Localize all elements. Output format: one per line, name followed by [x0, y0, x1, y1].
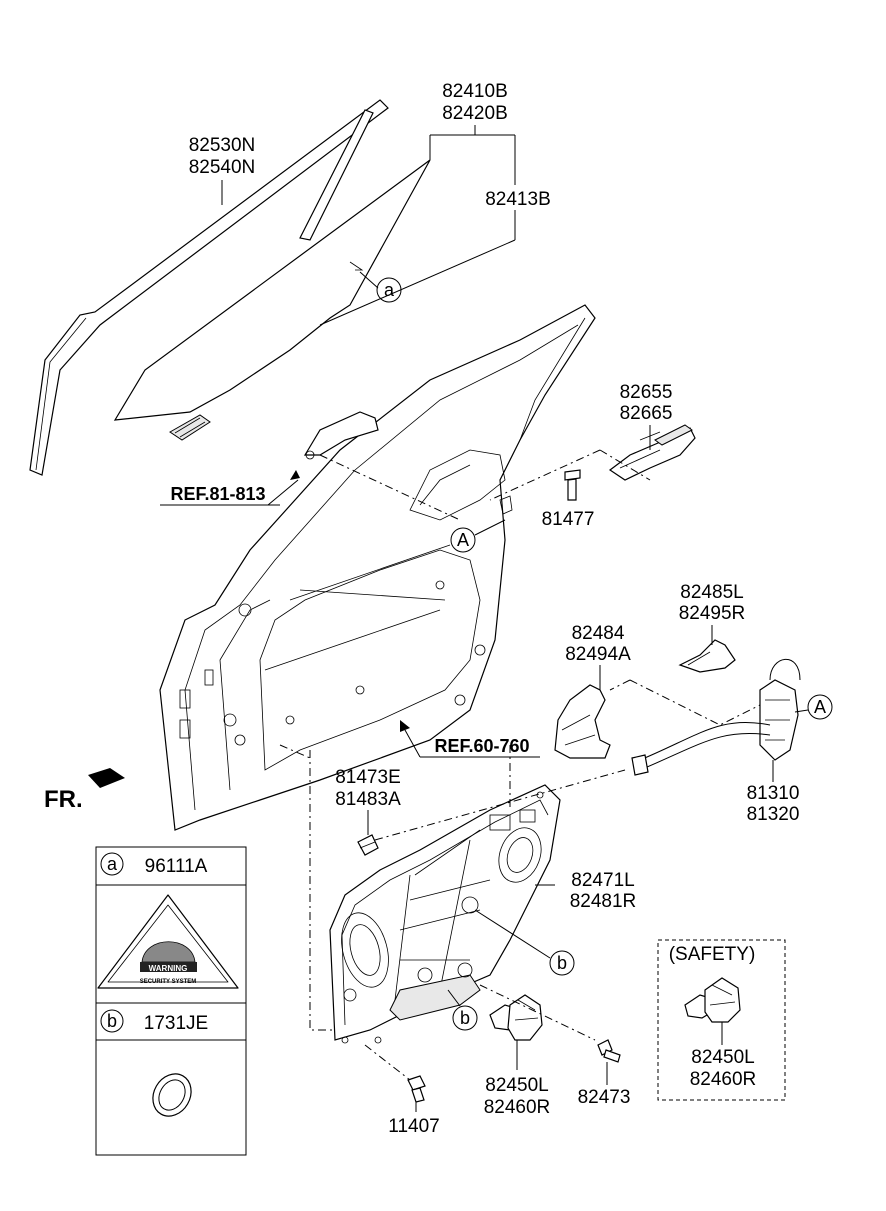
label-82540N: 82540N [189, 157, 256, 178]
leader-ref2 [404, 729, 421, 758]
callout-A-upper: A [450, 519, 506, 553]
label-82471L: 82471L [571, 870, 634, 891]
label-82460R: 82460R [484, 1097, 551, 1118]
label-82413B: 82413B [485, 189, 551, 210]
window-motor [489, 994, 543, 1041]
inside-handle-assy [608, 424, 696, 481]
label-82484: 82484 [572, 623, 625, 644]
door-latch-81310 [629, 658, 801, 776]
door-glass [113, 159, 431, 441]
svg-text:A: A [814, 697, 826, 717]
clip-81473 [357, 834, 379, 856]
svg-text:b: b [557, 953, 567, 973]
ref1-arrow [290, 470, 300, 480]
label-82485L: 82485L [680, 582, 743, 603]
module-panel [329, 784, 561, 1044]
label-81473E: 81473E [335, 767, 401, 788]
leader-ref1 [267, 479, 299, 506]
legend-a-code: 96111A [145, 856, 208, 877]
label-81477: 81477 [542, 509, 595, 530]
label-11407: 11407 [388, 1116, 439, 1137]
bolt-11407 [407, 1075, 426, 1103]
bolt-82473 [597, 1039, 621, 1063]
callout-a-circle [376, 277, 402, 303]
latch-bracket-82484 [554, 684, 611, 759]
label-81320: 81320 [747, 804, 800, 825]
fr-arrow-icon [88, 768, 125, 788]
safety-box [657, 939, 786, 1101]
ref-81-813: REF.81-813 [170, 484, 265, 504]
outside-handle [303, 411, 379, 460]
label-82655: 82655 [620, 382, 673, 403]
callout-a: a [384, 280, 395, 300]
label-82410B: 82410B [442, 81, 508, 102]
ref2-arrow [400, 720, 410, 732]
label-81310: 81310 [747, 783, 800, 804]
callout-A-lower: A [794, 694, 833, 720]
legend-a-marker: a [107, 854, 118, 874]
svg-text:A: A [457, 530, 469, 550]
callout-b-2: b [447, 989, 478, 1031]
label-82450L: 82450L [485, 1075, 548, 1096]
label-82665: 82665 [620, 403, 673, 424]
label-82473: 82473 [578, 1087, 631, 1108]
label-82420B: 82420B [442, 103, 508, 124]
label-82481R: 82481R [570, 891, 637, 912]
leader-82410 [319, 125, 516, 326]
legend-b-marker: b [107, 1011, 117, 1031]
label-82495R: 82495R [679, 603, 746, 624]
legend-table [95, 846, 247, 1156]
ref-60-760: REF.60-760 [434, 736, 529, 756]
svg-text:b: b [460, 1008, 470, 1028]
bolt-81477 [564, 469, 581, 501]
glass-run-channel [29, 99, 389, 476]
label-82460R-safety: 82460R [690, 1069, 757, 1090]
label-82494A: 82494A [565, 644, 631, 665]
label-82450L-safety: 82450L [691, 1047, 754, 1068]
legend-b-code: 1731JE [144, 1013, 208, 1034]
safety-label: (SAFETY) [669, 944, 756, 965]
label-82530N: 82530N [189, 135, 256, 156]
safety-motor [684, 977, 741, 1023]
label-81483A: 81483A [335, 789, 401, 810]
callout-b-1: b [474, 909, 575, 976]
bracket-82485 [678, 639, 736, 673]
sticker-text-1: WARNING [149, 964, 188, 973]
dash-handle [319, 454, 461, 521]
fr-label: FR. [44, 786, 83, 813]
sticker-text-2: SECURITY SYSTEM [140, 979, 197, 985]
door-frame [159, 304, 596, 831]
dash-82655 [489, 449, 601, 501]
